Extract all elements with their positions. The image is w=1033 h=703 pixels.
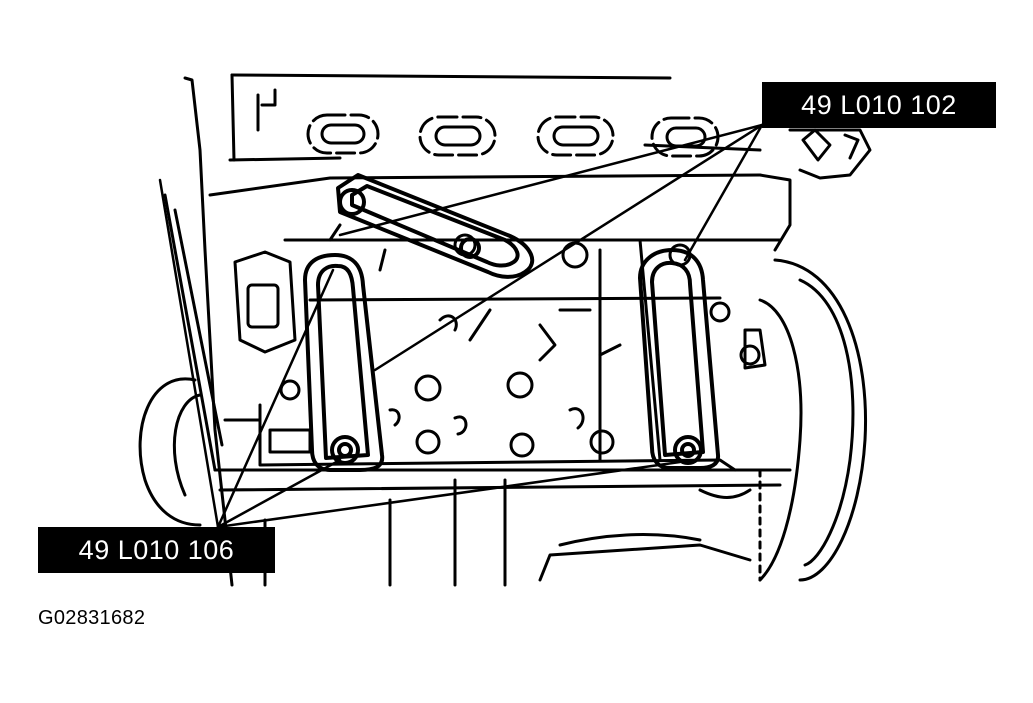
engine-block-outline bbox=[163, 73, 872, 587]
tool-diagonal-holder bbox=[336, 173, 535, 279]
engine-details bbox=[328, 223, 622, 362]
crank-pulley bbox=[743, 258, 868, 582]
tool-left-holder bbox=[303, 253, 385, 472]
left-bracket bbox=[138, 250, 297, 527]
figure-id: G02831682 bbox=[38, 607, 146, 629]
leader-lines-bottom bbox=[158, 178, 682, 529]
tool-callout-bottom: 49 L010 106 bbox=[38, 527, 275, 573]
tool-callout-top: 49 L010 102 bbox=[762, 82, 996, 128]
leader-lines-top bbox=[338, 123, 764, 372]
cylinder-head-ports bbox=[306, 113, 720, 158]
